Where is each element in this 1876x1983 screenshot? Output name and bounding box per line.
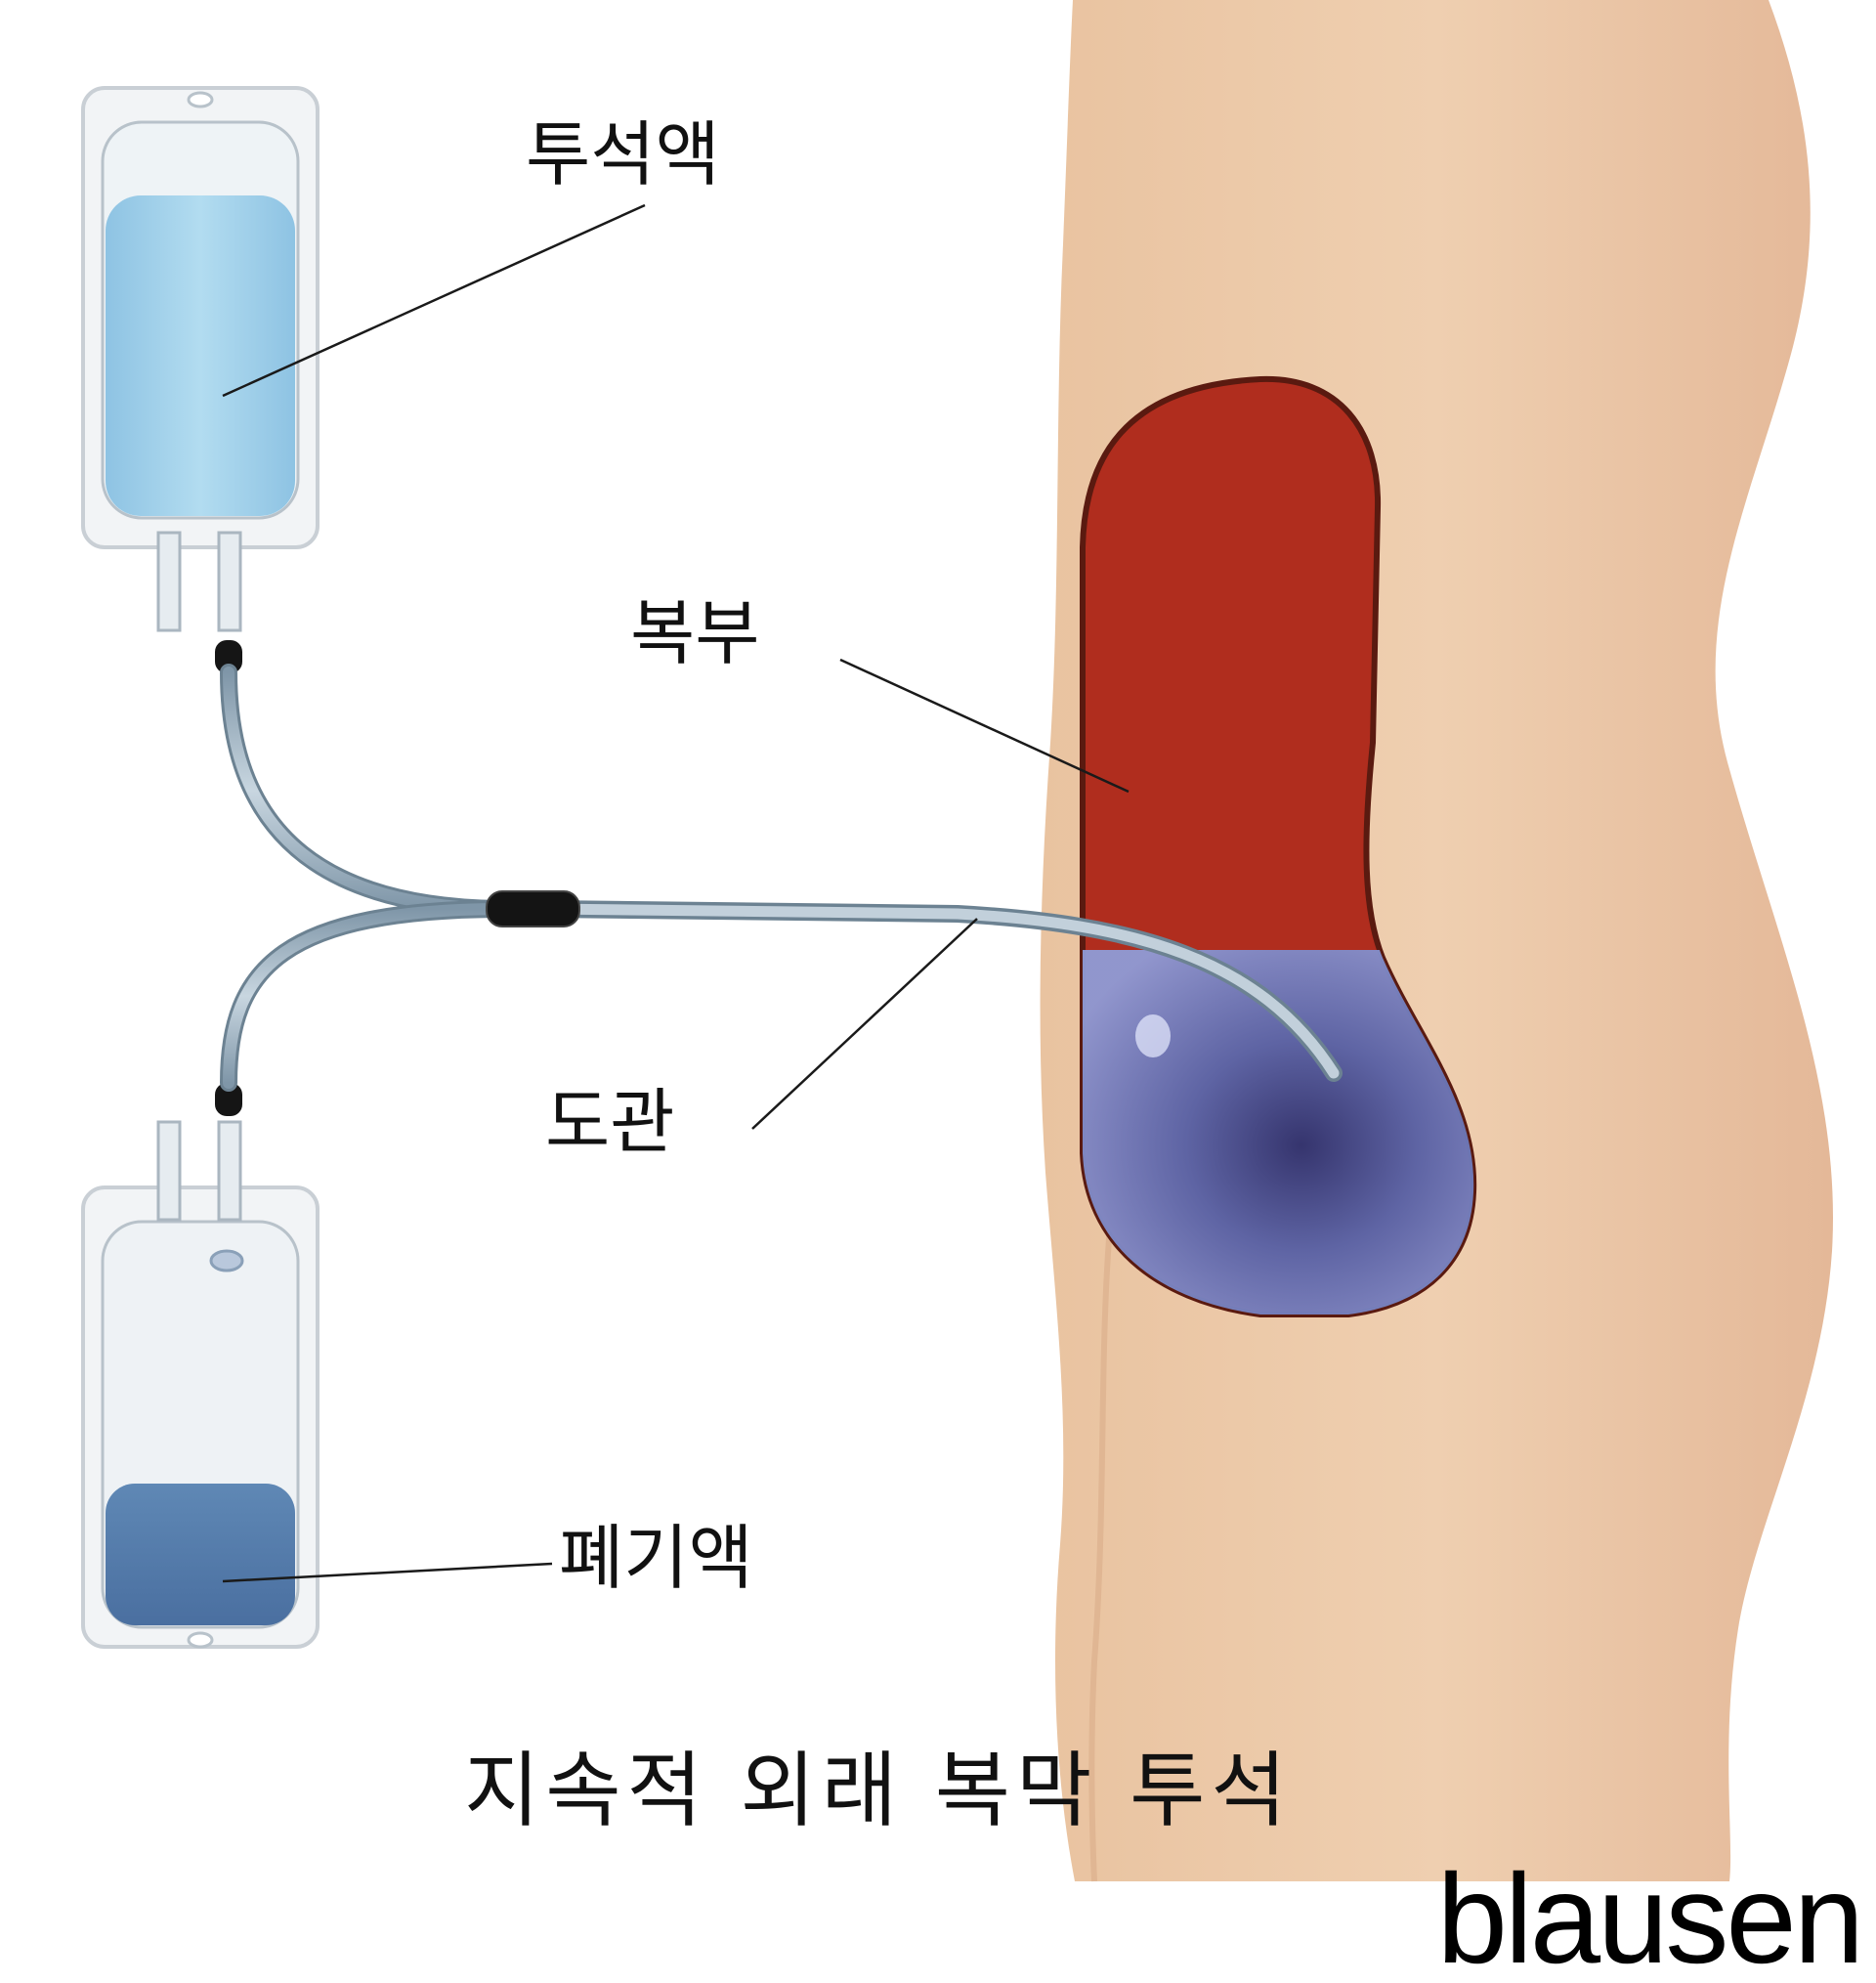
brand-watermark: blausen (1437, 1847, 1861, 1983)
dialysate-bag (81, 86, 320, 673)
catheter-tubing (220, 664, 1343, 1092)
waste-bag (81, 1083, 320, 1649)
y-connector (486, 890, 580, 927)
leader-lines (222, 203, 1130, 1583)
diagram-title: 지속적 외래 복막 투석 (464, 1743, 1293, 1838)
label-abdomen: 복부 (630, 592, 760, 674)
dialysate-fluid (106, 195, 295, 516)
label-waste-fluid: 폐기액 (559, 1517, 753, 1599)
label-dialysate: 투석액 (526, 113, 720, 195)
waste-fluid (106, 1484, 295, 1625)
label-catheter: 도관 (545, 1081, 675, 1163)
